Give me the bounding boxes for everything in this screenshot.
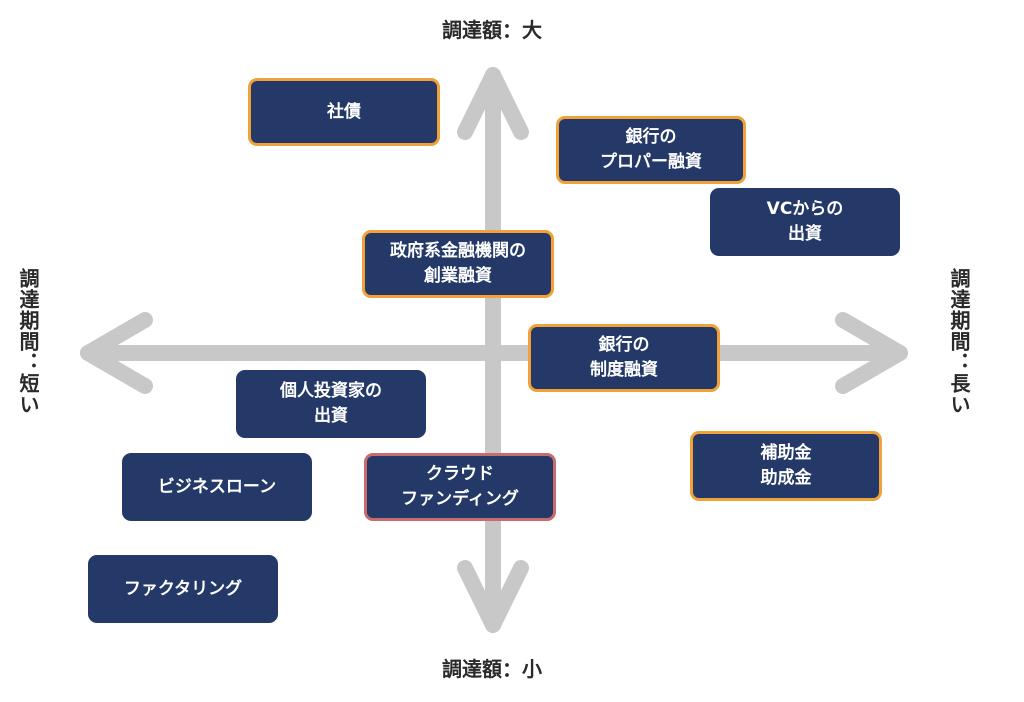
axis-label-period-short: 調達期間：短い: [16, 268, 40, 415]
box-angel-investor: 個人投資家の 出資: [236, 370, 426, 438]
box-label: 社債: [327, 101, 361, 122]
box-label-line2: 出資: [788, 224, 822, 244]
box-government-startup-loan: 政府系金融機関の 創業融資: [362, 230, 554, 298]
box-corporate-bond: 社債: [248, 78, 440, 146]
box-label-line2: プロパー融資: [600, 152, 702, 172]
box-label-line1: 政府系金融機関の: [390, 241, 526, 262]
box-label-line2: 助成金: [760, 468, 812, 488]
box-bank-system-loan: 銀行の 制度融資: [528, 324, 720, 392]
box-label-line1: 補助金: [760, 443, 812, 464]
top-arrowhead: [457, 67, 529, 140]
box-label-line2: 創業融資: [424, 266, 492, 286]
box-label-line2: 制度融資: [590, 360, 658, 380]
box-label-line1: 銀行の: [625, 127, 677, 148]
box-label-line1: 銀行の: [598, 335, 650, 356]
box-subsidy-grant: 補助金 助成金: [690, 431, 882, 501]
box-vc-investment: VCからの 出資: [710, 188, 900, 256]
box-label: ファクタリング: [123, 578, 243, 599]
box-label-line1: クラウド: [426, 464, 494, 485]
box-factoring: ファクタリング: [88, 555, 278, 623]
left-arrowhead: [80, 312, 153, 394]
box-label-line1: VCからの: [766, 199, 844, 220]
box-crowdfunding: クラウド ファンディング: [364, 453, 556, 521]
box-label: ビジネスローン: [157, 476, 277, 497]
box-label-line2: 出資: [314, 406, 348, 426]
axis-label-amount-large: 調達額：大: [442, 18, 542, 42]
bottom-arrowhead: [457, 560, 529, 633]
box-bank-proper-loan: 銀行の プロパー融資: [556, 116, 746, 184]
right-arrowhead: [835, 312, 908, 394]
axis-label-amount-small: 調達額：小: [442, 657, 542, 681]
box-label-line1: 個人投資家の: [280, 381, 382, 402]
axis-label-period-long: 調達期間：長い: [947, 268, 971, 415]
box-label-line2: ファンディング: [401, 489, 519, 509]
box-business-loan: ビジネスローン: [122, 453, 312, 521]
